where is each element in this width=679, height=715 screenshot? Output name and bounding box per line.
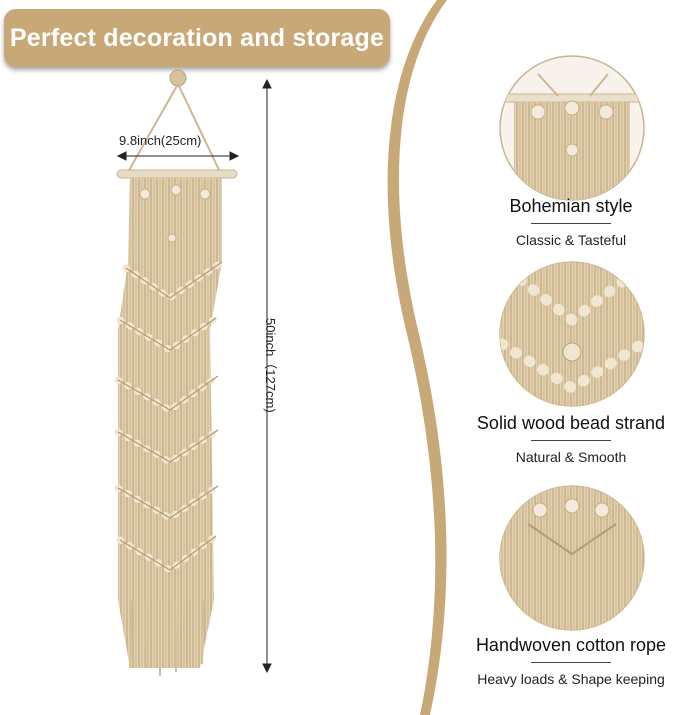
width-dimension-label: 9.8inch(25cm) xyxy=(119,133,202,148)
divider xyxy=(531,440,611,441)
feature-subtitle: Natural & Smooth xyxy=(515,449,627,465)
feature-title: Handwoven cotton rope xyxy=(475,635,667,655)
feature-wood-bead-strand: Solid wood bead strand Natural & Smooth xyxy=(441,413,679,465)
macrame-top-closeup-icon xyxy=(499,55,645,201)
divider xyxy=(531,223,611,224)
feature-bohemian-style: Bohemian style Classic & Tasteful xyxy=(441,196,679,248)
divider xyxy=(531,662,611,663)
feature-title: Solid wood bead strand xyxy=(476,413,666,433)
headline-banner: Perfect decoration and storage xyxy=(4,9,390,67)
feature-cotton-rope: Handwoven cotton rope Heavy loads & Shap… xyxy=(441,635,679,687)
feature-subtitle: Heavy loads & Shape keeping xyxy=(477,671,665,687)
feature-subtitle: Classic & Tasteful xyxy=(515,232,627,248)
headline-text: Perfect decoration and storage xyxy=(9,23,385,52)
feature-title: Bohemian style xyxy=(509,196,633,216)
height-dimension-label: 50inch（127cm) xyxy=(263,318,278,413)
wood-bead-closeup-icon xyxy=(499,261,645,407)
cotton-rope-closeup-icon xyxy=(499,485,645,631)
